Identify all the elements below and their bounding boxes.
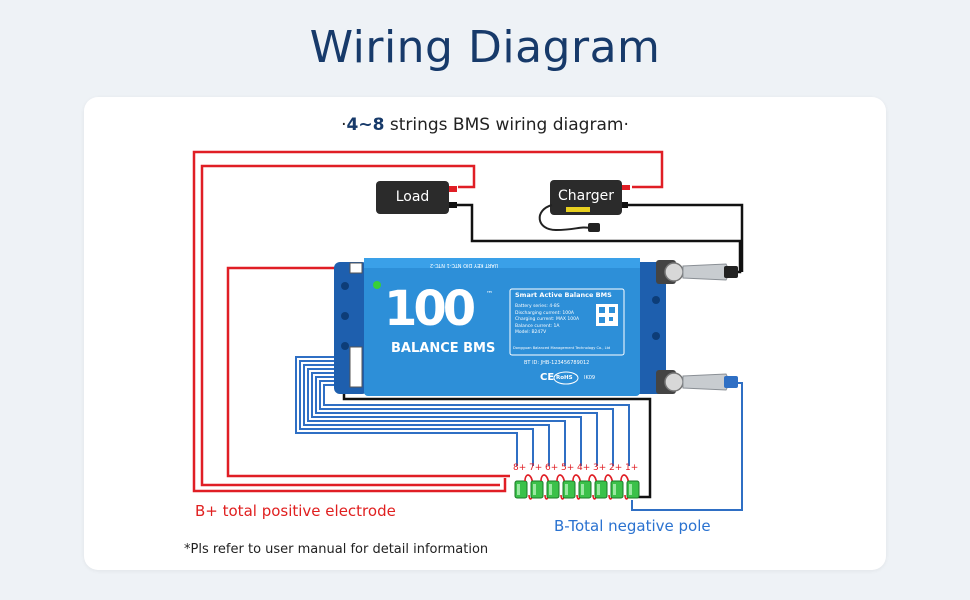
diagram-subtitle: ·4~8 strings BMS wiring diagram· — [0, 115, 970, 135]
bms-trademark: ™ — [486, 290, 493, 298]
battery-cell-highlight — [517, 484, 520, 495]
battery-cell-highlight — [549, 484, 552, 495]
battery-cell-highlight — [613, 484, 616, 495]
bms-port-labels: UART KEY DIO NTC-1 NTC-2 — [430, 262, 499, 268]
charger-label: Charger — [558, 188, 614, 204]
bms-label-title: Smart Active Balance BMS — [515, 291, 612, 299]
page-title: Wiring Diagram — [309, 22, 661, 73]
subtitle-text: strings BMS wiring diagram — [384, 115, 624, 135]
charger-device — [538, 180, 630, 232]
cell-label: 6+ — [545, 463, 559, 473]
bminus-terminal-connector — [656, 370, 738, 394]
subtitle-strings-range: 4~8 — [346, 115, 385, 135]
footnote: *Pls refer to user manual for detail inf… — [184, 542, 489, 557]
subtitle-prefix: · — [341, 115, 347, 135]
battery-cell — [594, 480, 608, 499]
load-label: Load — [395, 189, 430, 205]
cell-label: 3+ — [593, 463, 607, 473]
battery-cell — [546, 480, 560, 499]
battery-cells — [514, 474, 640, 500]
battery-cell-highlight — [533, 484, 536, 495]
bplus-label: B+ total positive electrode — [195, 502, 396, 520]
bplus-terminal-connector — [656, 260, 738, 284]
battery-cell — [562, 480, 576, 499]
cell-label: 7+ — [529, 463, 543, 473]
cell-label: 4+ — [577, 463, 591, 473]
battery-cell-highlight — [597, 484, 600, 495]
cell-label: 8+ — [513, 463, 527, 473]
cell-label: 5+ — [561, 463, 575, 473]
bms-ce-mark: CE — [540, 372, 555, 383]
bms-spec-line: Model: B247V — [515, 330, 547, 335]
bms-spec-line: Charging current: MAX 100A — [515, 317, 580, 322]
cell-label: 2+ — [609, 463, 623, 473]
blue-wires — [295, 356, 743, 511]
bms-logo-number: 100 — [384, 281, 476, 337]
bms-company: Dongguan Balanced Management Technology … — [513, 346, 611, 350]
battery-cell-highlight — [629, 484, 632, 495]
red-wire-load-to-bplus — [200, 164, 500, 487]
bms-board — [334, 258, 666, 396]
battery-cell — [530, 480, 544, 499]
battery-cell — [578, 480, 592, 499]
bms-spec-line: Battery series: 4-8S — [515, 304, 560, 309]
bms-logo-text: BALANCE BMS — [391, 341, 496, 356]
battery-cell — [610, 480, 624, 499]
battery-cell-highlight — [581, 484, 584, 495]
cell-label: 1+ — [625, 463, 639, 473]
bminus-label: B-Total negative pole — [554, 517, 711, 535]
red-wires — [192, 150, 664, 493]
bms-rohs-mark: RoHS — [556, 375, 573, 381]
subtitle-suffix: · — [623, 115, 629, 135]
red-wire-charger-to-bplus — [192, 150, 664, 493]
bms-spec-line: Discharging current: 100A — [515, 310, 575, 316]
red-wire-bms-to-cell8 — [226, 266, 510, 478]
bms-ip-rating: IK09 — [584, 375, 596, 381]
blue-wire-bminus — [631, 382, 743, 511]
battery-cell — [514, 480, 528, 499]
black-wire-charger — [625, 203, 744, 272]
bms-spec-line: Balance current: 1A — [515, 323, 560, 329]
battery-cell — [626, 480, 640, 499]
bms-spec-list: Battery series: 4-8S Discharging current… — [515, 304, 579, 337]
bms-bt-id: BT ID: JHB-123456789012 — [524, 360, 590, 366]
load-device — [376, 181, 457, 214]
battery-cell-highlight — [565, 484, 568, 495]
